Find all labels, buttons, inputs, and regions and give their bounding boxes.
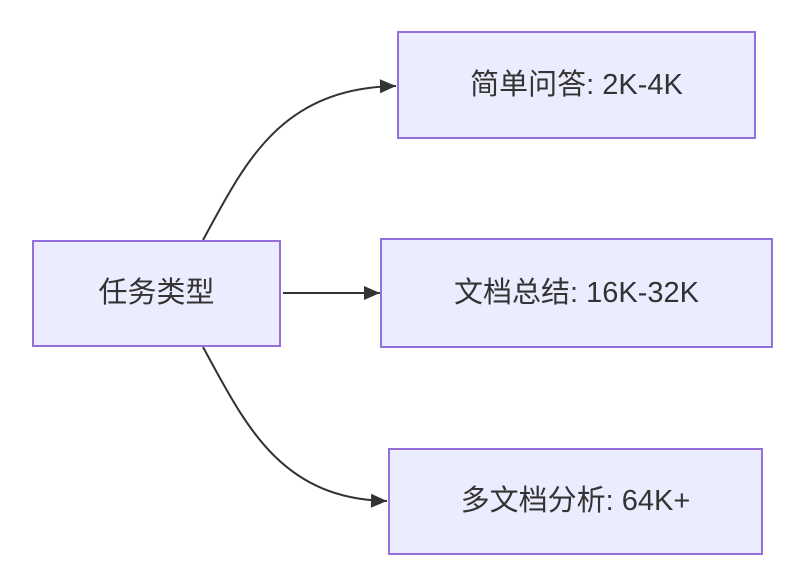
node-simple-qa-label: 简单问答: 2K-4K [470,68,683,101]
edge-task-to-multi-doc-analysis [202,346,388,508]
node-task-type: 任务类型 [32,240,281,347]
node-multi-doc-analysis: 多文档分析: 64K+ [388,448,763,555]
node-multi-doc-analysis-label: 多文档分析: 64K+ [460,485,691,518]
node-doc-summary-label: 文档总结: 16K-32K [454,276,699,309]
node-doc-summary: 文档总结: 16K-32K [380,238,773,348]
edge-task-to-simple-qa [202,79,397,241]
node-simple-qa: 简单问答: 2K-4K [397,31,756,139]
node-task-type-label: 任务类型 [98,277,215,310]
